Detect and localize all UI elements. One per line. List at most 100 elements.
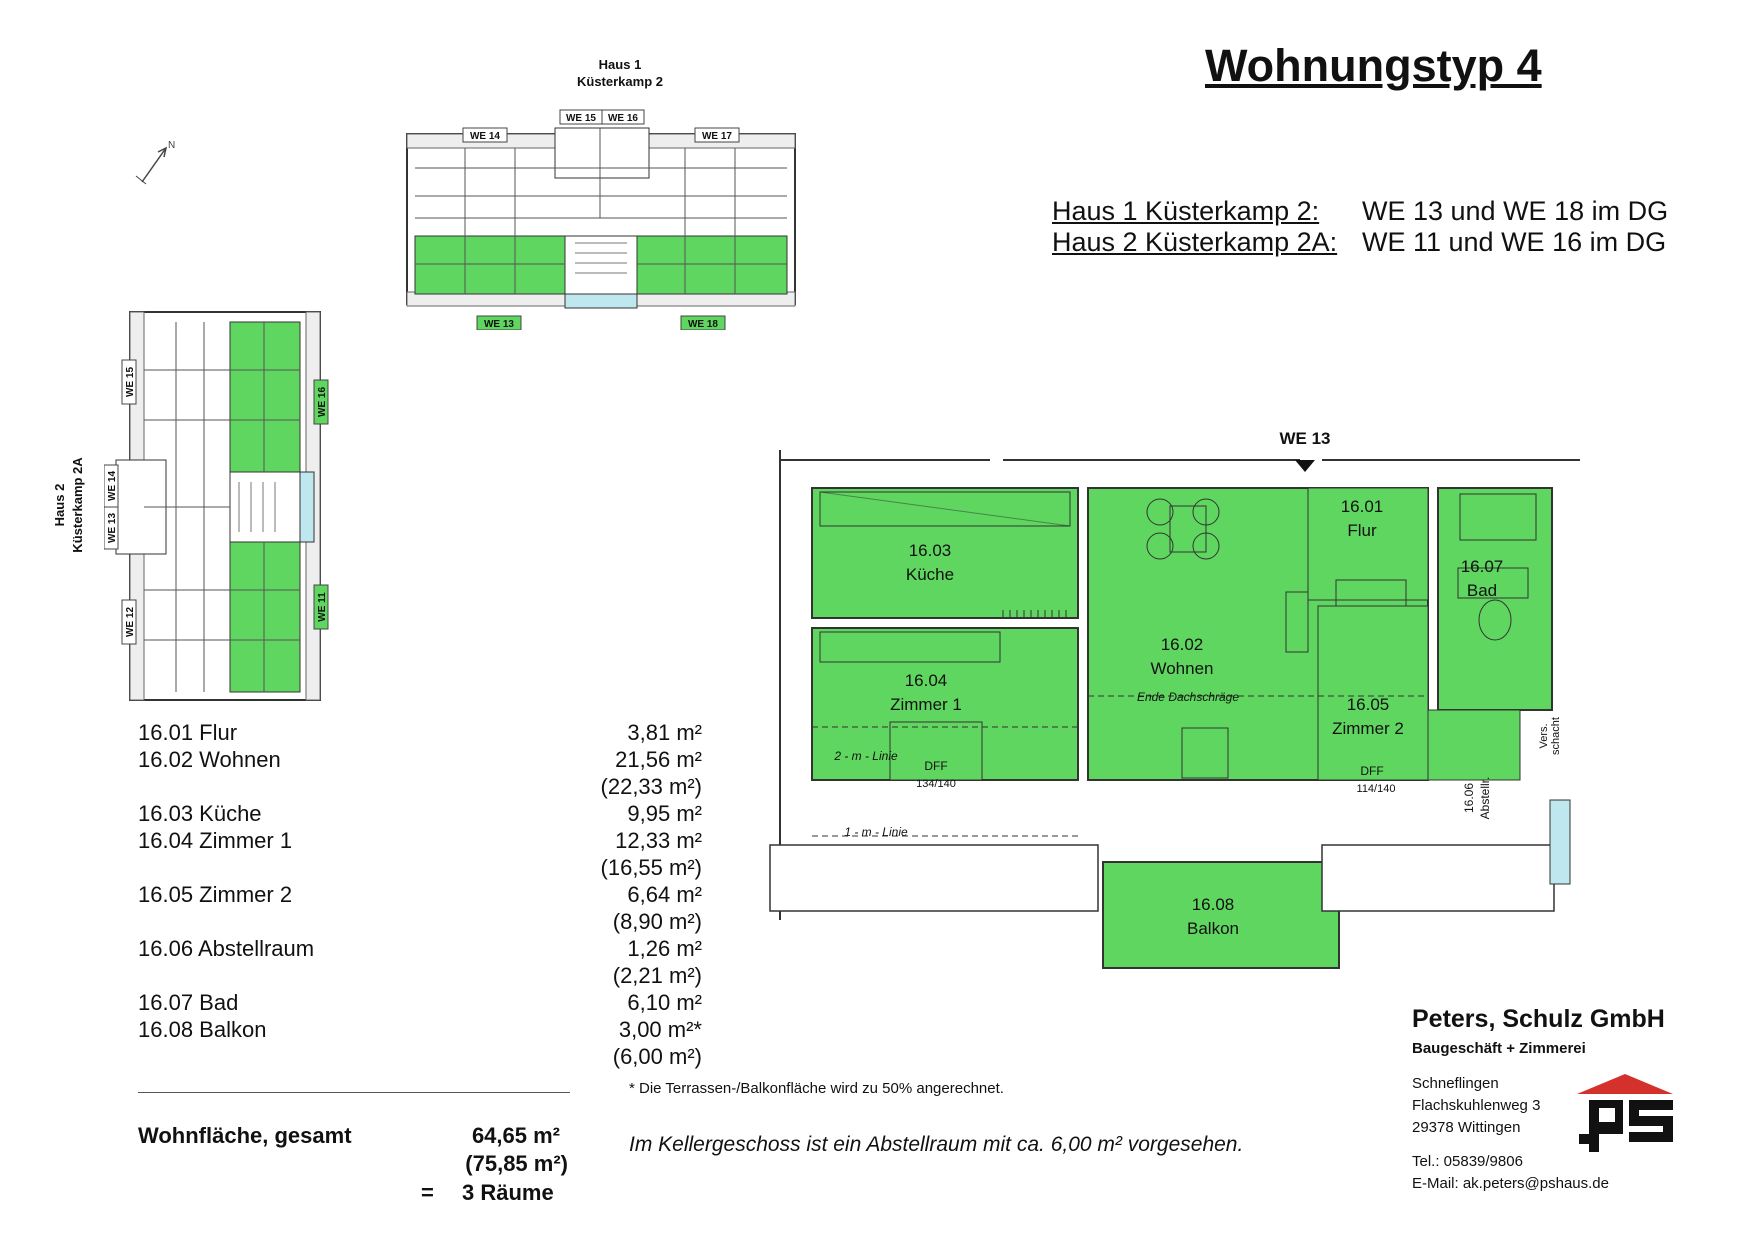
haus1-site-plan: WE 15 WE 16 WE 14 WE 17 WE 13 WE 18 bbox=[406, 109, 796, 330]
north-arrow-icon: N bbox=[135, 140, 175, 185]
page-title: Wohnungstyp 4 bbox=[1205, 40, 1542, 91]
room-row: 16.04 Zimmer 1 12,33 m² bbox=[138, 828, 702, 855]
room-row: 16.07 Bad 6,10 m² bbox=[138, 990, 702, 1017]
balkon-num: 16.08 bbox=[1192, 895, 1235, 914]
room-area: 3,81 m² bbox=[627, 720, 702, 745]
unit-label: WE 12 bbox=[125, 607, 136, 637]
room-area: 3,00 m²* bbox=[618, 1017, 702, 1042]
bad-name: Bad bbox=[1467, 581, 1497, 600]
room-area-alt: (8,90 m²) bbox=[612, 909, 702, 934]
room-area-alt: (2,21 m²) bbox=[612, 963, 702, 988]
house-row-1: Haus 1 Küsterkamp 2: WE 13 und WE 18 im … bbox=[1052, 196, 1668, 227]
abstell-name: Abstellr. bbox=[1478, 777, 1492, 820]
total-area: 64,65 m² bbox=[471, 1123, 560, 1148]
room-name: 16.08 Balkon bbox=[138, 1017, 267, 1042]
room-row: (6,00 m²) bbox=[138, 1044, 702, 1071]
room-name: 16.05 Zimmer 2 bbox=[138, 882, 293, 907]
wohnen-name: Wohnen bbox=[1150, 659, 1213, 678]
haus1-plan-title-block: Haus 1 Küsterkamp 2 bbox=[560, 56, 680, 90]
room-area-alt: (6,00 m²) bbox=[612, 1044, 702, 1069]
haus2-title: Haus 2 bbox=[52, 484, 67, 527]
flur-name: Flur bbox=[1347, 521, 1377, 540]
unit-label: WE 17 bbox=[702, 131, 732, 142]
unit-label: WE 15 bbox=[125, 367, 136, 397]
company-name: Peters, Schulz GmbH bbox=[1412, 1005, 1665, 1033]
unit-label: WE 14 bbox=[107, 471, 118, 501]
room-row: (16,55 m²) bbox=[138, 855, 702, 882]
bad-num: 16.07 bbox=[1461, 557, 1504, 576]
company-address-line: 29378 Wittingen bbox=[1412, 1119, 1521, 1136]
svg-text:N: N bbox=[168, 140, 175, 151]
room-area: 6,10 m² bbox=[627, 990, 702, 1015]
total-rooms-eq: = bbox=[421, 1180, 434, 1205]
unit-label: WE 18 bbox=[688, 319, 718, 330]
balkon-name: Balkon bbox=[1187, 919, 1239, 938]
room-name: 16.04 Zimmer 1 bbox=[138, 828, 293, 853]
room-name: 16.07 Bad bbox=[138, 990, 239, 1015]
unit-label: WE 16 bbox=[608, 113, 638, 124]
dff2-label: DFF bbox=[1360, 764, 1383, 778]
haus2-plan-title-block: Haus 2 Küsterkamp 2A bbox=[52, 457, 85, 553]
house-assignments: Haus 1 Küsterkamp 2: WE 13 und WE 18 im … bbox=[1052, 196, 1668, 258]
room-row: 16.05 Zimmer 2 6,64 m² bbox=[138, 882, 702, 909]
haus1-title: Haus 1 bbox=[598, 57, 642, 72]
room-area: 6,64 m² bbox=[627, 882, 702, 907]
house-units: WE 11 und WE 16 im DG bbox=[1362, 227, 1667, 257]
ende-dachschraege-label: Ende Dachschräge bbox=[1137, 690, 1239, 704]
room-area: 1,26 m² bbox=[627, 936, 702, 961]
room-area: 21,56 m² bbox=[615, 747, 702, 772]
floor-plan-we13: WE 13 16.01 Flur 16.02 Wohnen 16.03 Küch… bbox=[769, 430, 1580, 969]
two-meter-line-label: 2 - m - Linie bbox=[833, 749, 898, 763]
room-name: 16.01 Flur bbox=[138, 720, 238, 745]
kueche-name: Küche bbox=[906, 565, 954, 584]
unit-label: WE 11 bbox=[317, 592, 328, 622]
unit-label: WE 16 bbox=[317, 387, 328, 417]
table-separator bbox=[138, 1092, 570, 1093]
room-name: 16.03 Küche bbox=[138, 801, 262, 826]
company-block: Peters, Schulz GmbH Baugeschäft + Zimmer… bbox=[1412, 1005, 1712, 1195]
company-logo bbox=[1577, 1074, 1673, 1152]
company-subtitle: Baugeschäft + Zimmerei bbox=[1412, 1040, 1586, 1057]
zimmer2-num: 16.05 bbox=[1347, 695, 1390, 714]
room-area: 12,33 m² bbox=[615, 828, 702, 853]
abstell-num: 16.06 bbox=[1462, 783, 1476, 813]
room-flur bbox=[1307, 487, 1429, 601]
house-label: Haus 2 Küsterkamp 2A: bbox=[1052, 227, 1338, 257]
room-zimmer2 bbox=[1317, 605, 1429, 781]
unit-label: WE 13 bbox=[107, 513, 118, 543]
room-row: 16.08 Balkon 3,00 m²* bbox=[138, 1017, 702, 1044]
dff1-label: DFF bbox=[924, 759, 947, 773]
entrance-arrow-icon bbox=[1295, 460, 1315, 472]
dff1-size: 134/140 bbox=[916, 778, 956, 790]
room-area-alt: (16,55 m²) bbox=[600, 855, 702, 880]
dff2-size: 114/140 bbox=[1357, 783, 1396, 795]
haus2-site-plan: WE 15 WE 16 WE 14 WE 13 WE 12 WE 11 bbox=[104, 311, 329, 701]
unit-title: WE 13 bbox=[1279, 430, 1330, 448]
balcony-note: * Die Terrassen-/Balkonfläche wird zu 50… bbox=[629, 1080, 1004, 1097]
total-area-alt: (75,85 m²) bbox=[465, 1151, 568, 1176]
room-row: 16.06 Abstellraum 1,26 m² bbox=[138, 936, 702, 963]
room-area-alt: (22,33 m²) bbox=[600, 774, 702, 799]
room-balkon bbox=[1102, 861, 1340, 969]
room-row: (2,21 m²) bbox=[138, 963, 702, 990]
unit-label: WE 15 bbox=[566, 113, 596, 124]
haus1-subtitle: Küsterkamp 2 bbox=[577, 74, 663, 89]
basement-note: Im Kellergeschoss ist ein Abstellraum mi… bbox=[629, 1133, 1244, 1156]
house-label: Haus 1 Küsterkamp 2: bbox=[1052, 196, 1320, 226]
house-row-2: Haus 2 Küsterkamp 2A: WE 11 und WE 16 im… bbox=[1052, 227, 1668, 258]
room-row: 16.01 Flur 3,81 m² bbox=[138, 720, 702, 747]
total-rooms: 3 Räume bbox=[462, 1180, 554, 1205]
unit-label: WE 13 bbox=[484, 319, 514, 330]
total-label: Wohnfläche, gesamt bbox=[138, 1123, 352, 1148]
company-email: E-Mail: ak.peters@pshaus.de bbox=[1412, 1175, 1609, 1192]
room-row: (22,33 m²) bbox=[138, 774, 702, 801]
one-meter-line-label: 1 - m - Linie bbox=[844, 825, 908, 839]
house-units: WE 13 und WE 18 im DG bbox=[1362, 196, 1669, 226]
room-abstell bbox=[1427, 709, 1521, 781]
room-name: 16.06 Abstellraum bbox=[138, 936, 315, 961]
room-bad bbox=[1437, 487, 1553, 711]
room-row: (8,90 m²) bbox=[138, 909, 702, 936]
flur-num: 16.01 bbox=[1341, 497, 1384, 516]
